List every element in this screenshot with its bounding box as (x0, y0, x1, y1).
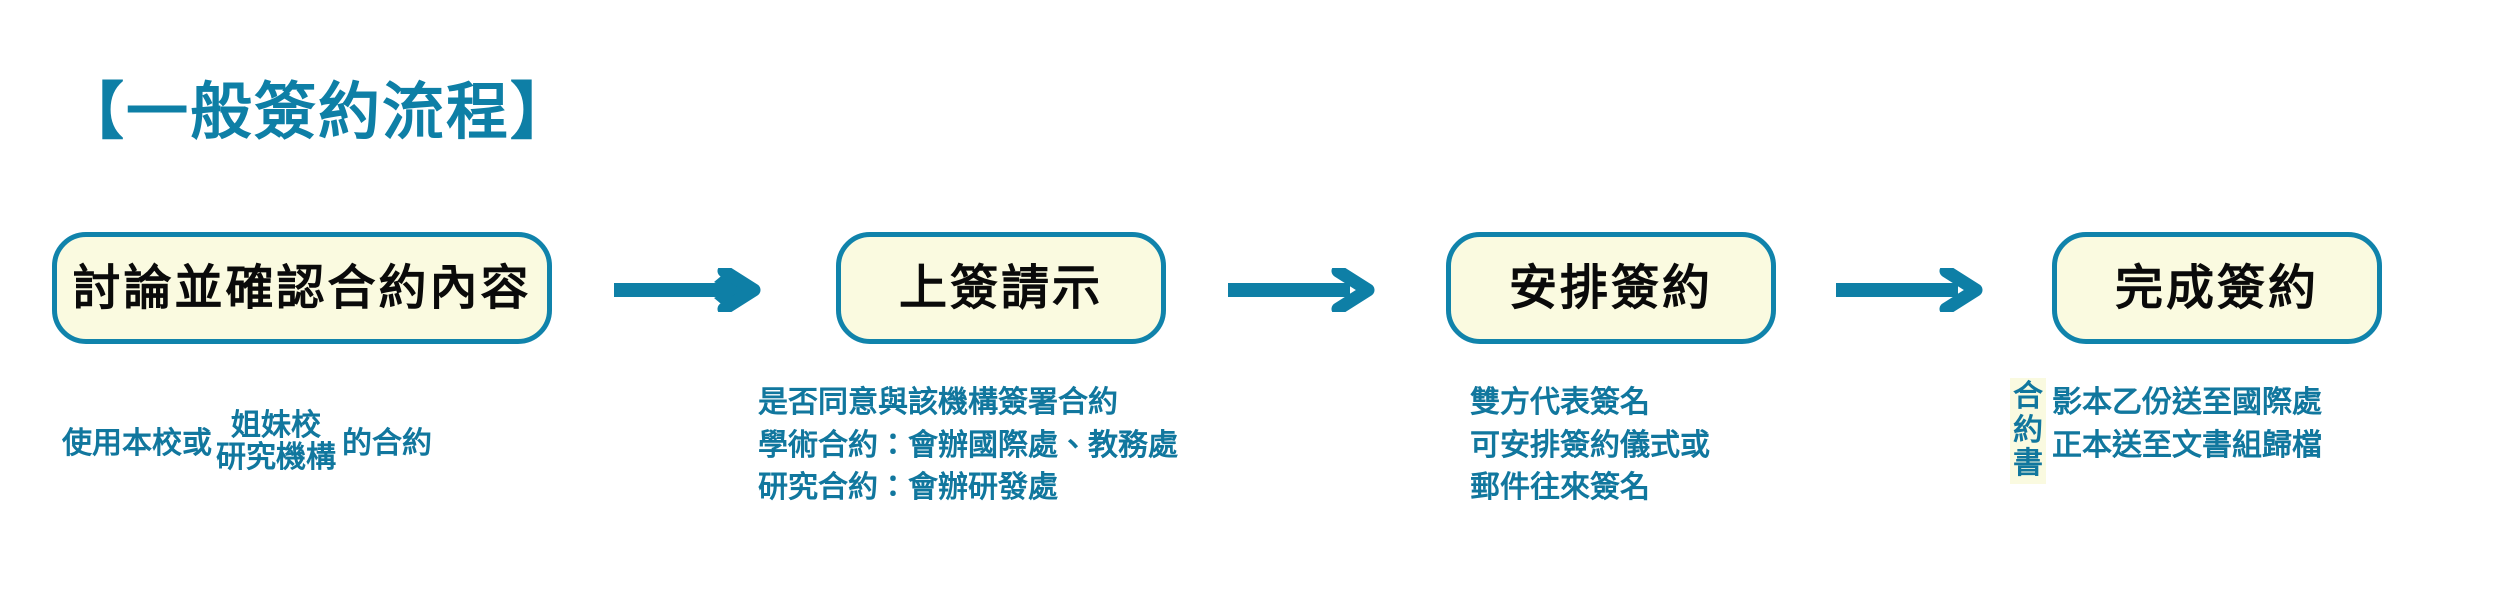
flow-node-4-caption: 合 約 書 影本乙份送至國際處 正本送至文書組歸檔 (2010, 378, 2322, 488)
caption-1-stack-bottom: 研究機構 (216, 439, 336, 475)
flow-node-4[interactable]: 完成簽約 (2052, 232, 2382, 344)
arrow-right-icon (1228, 268, 1398, 312)
caption-1-prefix: 使用本校或 (62, 425, 212, 461)
caption-1-stack-top: 姐妹校 (231, 408, 321, 443)
arrow-right-icon (614, 268, 784, 312)
caption-2-line-3: 研究合約：會辦研發處 (758, 470, 1058, 506)
contract-tag-char-2: 約 (2013, 412, 2043, 448)
caption-3-line-2: 可安排簽約儀式或 (1470, 427, 1710, 463)
flow-node-2-caption: 是否同意與該機構簽署合約 學術合約：會辦國際處、教務處 研究合約：會辦研發處 (758, 382, 1178, 510)
flow-node-1-caption: 使用本校或 姐妹校 研究機構 的合約 (62, 410, 432, 476)
caption-1-suffix: 的合約 (342, 425, 432, 461)
caption-4-lines: 影本乙份送至國際處 正本送至文書組歸檔 (2052, 382, 2322, 467)
flow-node-1-label: 討論並確認合約內容 (72, 260, 532, 316)
flow-steps-row: 討論並確認合約內容 上簽請示 安排簽約 (0, 232, 2500, 344)
flow-node-3-caption: 雙方代表簽名 可安排簽約儀式或 郵件往來簽名 (1470, 382, 1710, 510)
caption-2-line-2: 學術合約：會辦國際處、教務處 (758, 427, 1178, 463)
flow-node-4-label: 完成簽約 (2114, 260, 2319, 316)
caption-1-stacked-options: 姐妹校 研究機構 (216, 410, 336, 474)
contract-document-tag: 合 約 書 (2010, 378, 2046, 484)
flow-node-3[interactable]: 安排簽約 (1446, 232, 1776, 344)
contract-tag-char-3: 書 (2013, 446, 2043, 482)
caption-2-line-1: 是否同意與該機構簽署合約 (758, 385, 1118, 420)
flow-node-3-label: 安排簽約 (1508, 260, 1713, 316)
arrow-right-icon (1836, 268, 2006, 312)
caption-4-line-1: 影本乙份送至國際處 (2052, 385, 2322, 420)
flow-node-2-label: 上簽請示 (898, 260, 1103, 316)
flow-node-1[interactable]: 討論並確認合約內容 (52, 232, 552, 344)
flow-node-2[interactable]: 上簽請示 (836, 232, 1166, 344)
page-title: 【一般簽約流程】 (62, 75, 575, 148)
caption-3-line-3: 郵件往來簽名 (1470, 470, 1650, 506)
caption-4-line-2: 正本送至文書組歸檔 (2052, 427, 2322, 463)
contract-tag-char-1: 合 (2013, 379, 2043, 414)
caption-3-line-1: 雙方代表簽名 (1470, 385, 1650, 420)
